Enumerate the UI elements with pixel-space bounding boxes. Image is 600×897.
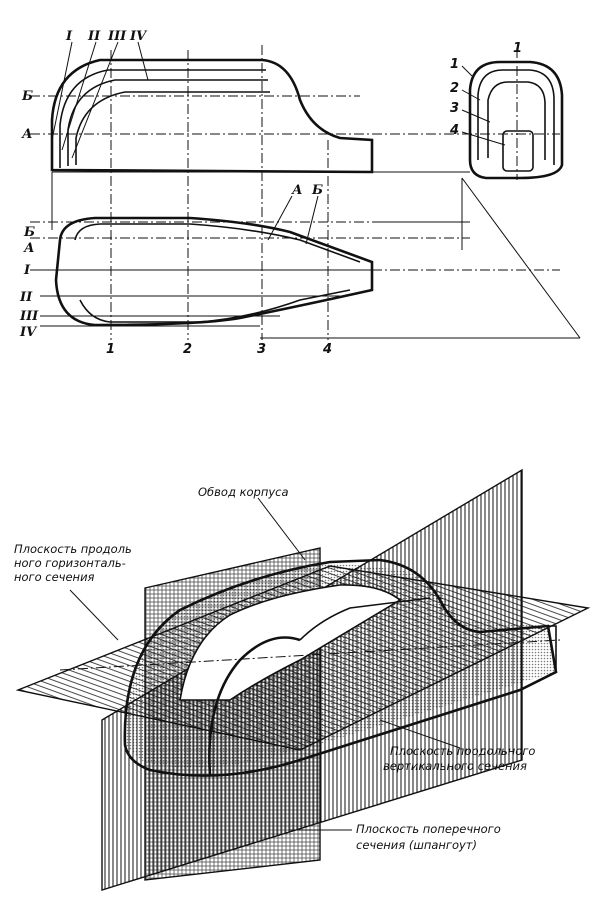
horizontal-plane-caption-2: ного горизонталь- [14,556,126,570]
section-label-4: 4 [449,123,459,138]
section-label-1: 1 [450,57,459,72]
side-label-a: А [21,127,33,142]
roman-label-i: I [65,29,73,44]
hull-opening [179,584,402,701]
hull-outline [123,558,558,777]
plan-label-b-left: Б [23,225,35,240]
plan-label-b-right: Б [311,183,323,198]
station-label-3: 3 [257,342,266,357]
section-label-2: 2 [450,81,459,96]
horizontal-plane-caption-3: ного сечения [14,570,95,584]
plan-label-a-left: А [23,241,35,256]
roman-label-ii: II [87,29,101,44]
vertical-plane-caption-2: вертикального сечения [383,759,527,773]
station-label-1: 1 [106,342,115,357]
leader-lines [51,41,506,245]
section-top-label: 1 [513,41,522,56]
side-elevation-view [50,58,374,174]
top-labels: I II III IV Б А Б А А Б I II III IV 1 2 … [19,29,522,357]
station-label-4: 4 [322,342,332,357]
isometric-view [15,468,591,891]
section-label-3: 3 [450,101,459,116]
section-view [468,60,564,180]
vertical-plane-caption-1: Плоскость продольного [390,744,535,758]
cross-plane-caption-2: сечения (шпангоут) [356,838,477,852]
side-label-b: Б [21,89,33,104]
roman-label-iii: III [107,29,127,44]
plan-roman-i: I [23,263,31,278]
cross-plane-caption-1: Плоскость поперечного [356,822,501,836]
plan-roman-iv: IV [19,325,38,340]
hull-outline-caption: Обвод корпуса [198,485,289,499]
construction-lines [30,45,581,340]
plan-label-a-right: А [291,183,303,198]
bottom-captions: Обвод корпуса Плоскость продоль ного гор… [14,485,535,852]
horizontal-plane-caption-1: Плоскость продоль [14,542,132,556]
plan-roman-ii: II [19,290,33,305]
plan-roman-iii: III [19,309,39,324]
roman-label-iv: IV [129,29,148,44]
plan-view [40,216,374,327]
station-label-2: 2 [183,342,192,357]
